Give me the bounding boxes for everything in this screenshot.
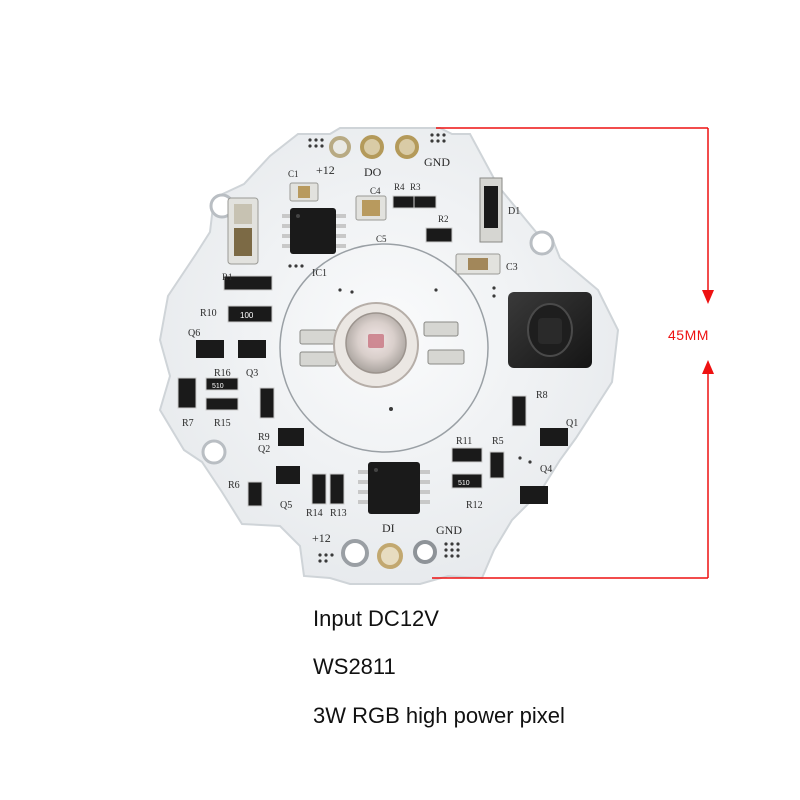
label-r7: R7 [182,418,194,429]
capacitor-c4 [355,195,387,221]
led-pads [299,321,465,367]
capacitor-c1 [289,182,319,202]
label-ic1: IC1 [312,268,327,279]
led-ring [279,243,489,453]
pad-top-left [329,136,351,158]
label-q4: Q4 [540,464,552,475]
dimension-label: 45MM [668,327,709,343]
label-do: DO [364,165,382,179]
diode-d1 [479,177,503,243]
arrow-down-icon [702,290,714,304]
caption-description: 3W RGB high power pixel [313,703,565,728]
arrow-up-icon [702,360,714,374]
label-gnd-top: GND [424,155,450,169]
mounting-hole [529,230,555,256]
pad-do [360,135,384,159]
pad-di [377,543,403,569]
label-r9: R9 [258,432,270,443]
label-c5: C5 [376,234,387,244]
power-inductor [508,292,592,368]
marking-r12: 510 [458,480,470,487]
label-r16: R16 [214,368,231,379]
label-c4: C4 [370,186,381,196]
label-plus12-top: +12 [316,163,335,177]
label-q6: Q6 [188,328,200,339]
smd-resistors [177,195,527,507]
rgb-led-die [368,334,384,348]
label-r8: R8 [536,390,548,401]
label-gnd-bottom: GND [436,523,462,537]
ic1-chip [282,208,346,254]
pad-gnd-top [395,135,419,159]
label-q1: Q1 [566,418,578,429]
label-r1: R1 [222,272,233,282]
marking-r16: 510 [212,383,224,390]
label-di: DI [382,521,395,535]
label-r6: R6 [228,480,240,491]
label-r11: R11 [456,436,472,447]
caption-input: Input DC12V [313,606,439,631]
label-c3: C3 [506,262,518,273]
pad-gnd-bottom [413,540,437,564]
label-r10: R10 [200,308,217,319]
label-r3: R3 [410,182,421,192]
label-plus12-bottom: +12 [312,531,331,545]
capacitor-c3 [455,253,501,275]
transistors [196,340,568,504]
label-q3: Q3 [246,368,258,379]
via-dots [288,133,532,563]
label-r2: R2 [438,214,449,224]
mounting-hole [341,539,369,567]
label-d1: D1 [508,206,520,217]
ws2811-chip [358,462,430,514]
label-r5: R5 [492,436,504,447]
label-c1: C1 [288,169,299,179]
marking-r10: 100 [240,311,254,320]
caption-ic: WS2811 [313,654,396,679]
capacitor-left [227,197,259,265]
label-q2: Q2 [258,444,270,455]
label-r14: R14 [306,508,323,519]
label-r13: R13 [330,508,347,519]
dimension-indicator [432,127,709,579]
label-r4: R4 [394,182,405,192]
mounting-hole [201,439,227,465]
label-q5: Q5 [280,500,292,511]
label-r12: R12 [466,500,483,511]
label-r15: R15 [214,418,231,429]
